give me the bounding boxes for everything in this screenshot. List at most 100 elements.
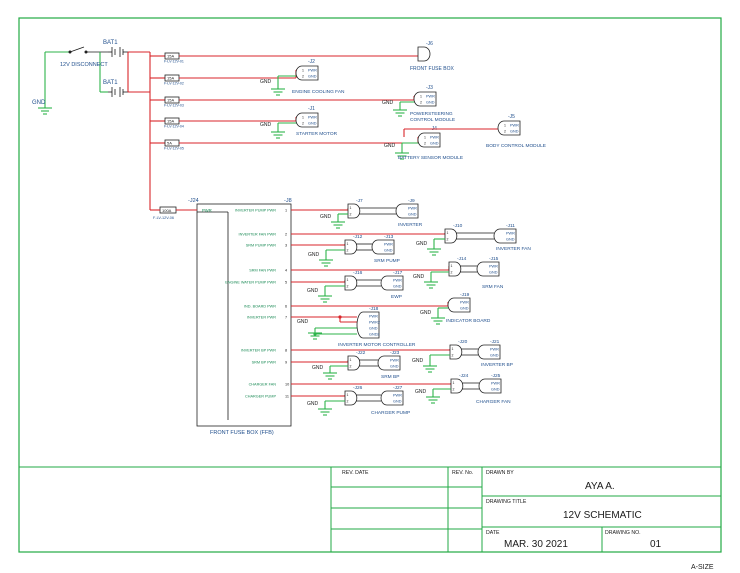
ground-symbol [38,107,52,115]
plug-pin-number: 1 [447,231,449,235]
ground-label: GND [307,401,319,407]
fuse-box-output-label: INVERTER PWR [247,316,276,320]
device-ref: -J23 [390,350,400,356]
device-pin-label: PWR [393,394,402,398]
fuse-rating: 15A [167,98,174,103]
device-body [371,239,395,255]
device-body [413,91,437,107]
device-pin-label: PWR [506,232,515,236]
plug-ref: -J7 [356,198,363,204]
ground-label: GND [320,214,332,220]
device-name: BODY CONTROL MODULE [486,143,546,149]
device-pin-label: PWR [491,382,500,386]
drawing-title-value: 12V SCHEMATIC [563,510,642,521]
device-name: CHARGER PUMP [371,410,410,416]
device-body [493,228,517,244]
ground-label: GND [382,100,394,106]
device-pin-label: GND [510,130,519,134]
fuse-box-output-label: INVERTER PUMP PWR [235,209,276,213]
fuse-box-pin-number: 9 [285,361,287,365]
device-body [476,261,500,277]
sheet-size: A-SIZE [691,564,714,571]
device-name: INVERTER [398,222,423,228]
device-pin-label: GND [460,307,469,311]
plug-ref: -J26 [353,385,363,391]
device-ref: -J3 [426,85,433,91]
device-ref: -J27 [393,385,403,391]
plug-pin-number: 1 [347,278,349,282]
device-pin-label: GND [491,388,500,392]
device-pin-label: GND [489,271,498,275]
plug-ref: -J12 [353,234,363,240]
plug-ref: -J24 [459,373,469,379]
plug-pin-number: 1 [347,242,349,246]
device-pin-label: PWR [369,315,378,319]
fuse-box-output-label: IND. BOARD PWR [244,305,276,309]
ground-label: GND [312,365,324,371]
fuse-code: F-LV-12V-04 [164,125,184,129]
plug-pin-number: 1 [350,358,352,362]
device-pin-label: PWR [430,136,439,140]
device-pin-label: GND [490,354,499,358]
ground-label: GND [307,288,319,294]
fuse-rating: 15A [167,54,174,59]
battery-1 [108,47,128,57]
plug-pin-number: 1 [452,347,454,351]
device-ref: -J5 [508,114,515,120]
fuse-box-output-label: SRM FAN PWR [249,269,276,273]
device-body [417,132,441,148]
fuse-box-output-label: INVERTER FAN PWR [239,233,277,237]
drawing-no-label: DRAWING NO. [605,530,641,536]
ground-label: GND [297,319,309,325]
ground-label: GND [413,274,425,280]
battery-label: BAT1 [103,80,118,86]
device-pin-label: GND [393,400,402,404]
rev-date-label: REV. DATE [342,470,369,476]
fuse-box-pin-number: 3 [285,244,287,248]
device-pin-number: 2 [504,130,506,134]
fuse-box-pin-number: 11 [285,395,289,399]
fuse-box-pin-number: 6 [285,305,287,309]
plug-pin-number: 2 [451,271,453,275]
device-body [497,120,521,136]
plug-pin-number: 2 [350,365,352,369]
device-body [447,297,471,313]
plug-pin-number: 2 [453,388,455,392]
plug-pin-number: 2 [447,238,449,242]
device-ref: -J2 [308,59,315,65]
device-ref: -J18 [369,306,379,312]
device-pin-number: 2 [302,122,304,126]
date-label: DATE [486,530,500,536]
device-body [295,65,319,81]
battery-label: BAT1 [103,40,118,46]
device-pin-label: GND [506,238,515,242]
rev-no-label: REV. No. [452,470,473,476]
device-name: CHARGER FAN [476,399,511,405]
main-fuse [150,206,197,214]
plug-body [444,228,458,244]
device-pin-label: GND [426,101,435,105]
plug-pin-number: 1 [347,393,349,397]
device-ref: -J21 [490,339,500,345]
fuse-box-pin-number: 2 [285,233,287,237]
device-pin-label: PWR [393,279,402,283]
plug-pin-number: 1 [350,206,352,210]
device-body [478,378,502,394]
device-name: BATTERY SENSOR MODULE [398,155,463,161]
fuse-rating: 5A [167,141,172,146]
title-block [18,466,722,553]
device-pin-label: PWR [426,95,435,99]
fuse-box-pin-number: 10 [285,383,289,387]
fuse-code: F-LV-12V-02 [164,82,184,86]
plug-body [450,378,464,394]
device-ref: -J25 [491,373,501,379]
device-body [380,390,404,406]
device-pin-label: PWR [490,348,499,352]
device-ref: -J15 [489,256,499,262]
main-fuse-rating: 100A [162,208,172,213]
device-pin-label: PWR [408,207,417,211]
